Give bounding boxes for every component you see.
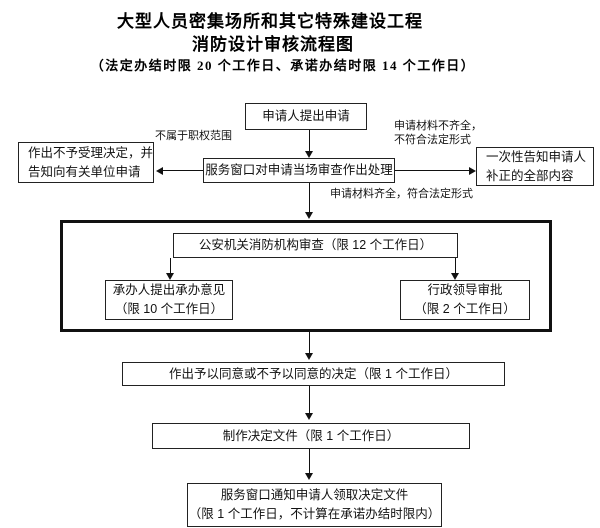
node-final-line-1: 服务窗口通知申请人领取决定文件 (220, 488, 409, 503)
node-review-label: 公安机关消防机构审查（限 12 个工作日） (198, 238, 433, 253)
arrow-review-to-handler (166, 258, 174, 280)
arrow-frame-to-decision (305, 332, 313, 360)
node-final: 服务窗口通知申请人领取决定文件 （限 1 个工作日，不计算在承诺办结时限内） (187, 483, 442, 527)
arrow-document-to-final (305, 449, 313, 480)
arrow-decision-to-document (305, 386, 313, 420)
page-title-line-2: 消防设计审核流程图 (192, 35, 354, 54)
review-stage-frame (60, 220, 552, 332)
node-apply: 申请人提出申请 (245, 103, 367, 130)
node-final-line-2: （限 1 个工作日，不计算在承诺办结时限内） (188, 507, 441, 521)
label-incomplete-materials: 申请材料不齐全， 不符合法定形式 (394, 120, 482, 148)
node-handler-line-1: 承办人提出承办意见 (112, 283, 226, 298)
node-reject-line-2: 告知向有关单位申请 (28, 164, 141, 179)
label-complete-materials: 申请材料齐全，符合法定形式 (330, 188, 473, 200)
node-leader: 行政领导审批 （限 2 个工作日） (400, 280, 530, 320)
arrow-window-to-notify (395, 166, 476, 175)
node-decision: 作出予以同意或不予以同意的决定（限 1 个工作日） (122, 362, 505, 386)
node-handler-line-2: （限 10 个工作日） (114, 302, 224, 316)
node-decision-label: 作出予以同意或不予以同意的决定（限 1 个工作日） (169, 366, 458, 381)
node-document-label: 制作决定文件（限 1 个工作日） (222, 428, 400, 443)
node-window: 服务窗口对申请当场审查作出处理 (203, 158, 395, 183)
node-reject-line-1: 作出不予受理决定，并 (28, 145, 154, 160)
node-leader-line-2: （限 2 个工作日） (414, 302, 516, 316)
node-window-label: 服务窗口对申请当场审查作出处理 (205, 163, 393, 178)
node-apply-label: 申请人提出申请 (262, 109, 350, 124)
label-incomplete-line-2: 不符合法定形式 (394, 133, 471, 146)
node-notify-line-2: 补正的全部内容 (486, 168, 574, 183)
arrow-review-to-leader (451, 258, 459, 280)
label-incomplete-line-1: 申请材料不齐全， (394, 120, 482, 132)
node-notify-line-1: 一次性告知申请人 (486, 149, 587, 164)
node-notify: 一次性告知申请人 补正的全部内容 (476, 147, 594, 186)
node-handler: 承办人提出承办意见 （限 10 个工作日） (105, 280, 233, 320)
page-subtitle: （法定办结时限 20 个工作日、承诺办结时限 14 个工作日） (90, 58, 476, 73)
node-reject: 作出不予受理决定，并 告知向有关单位申请 (18, 142, 154, 183)
arrow-window-to-review (305, 183, 313, 219)
node-document: 制作决定文件（限 1 个工作日） (152, 423, 470, 449)
page-title-line-1: 大型人员密集场所和其它特殊建设工程 (117, 12, 423, 31)
arrow-window-to-reject (156, 166, 203, 175)
label-out-of-scope: 不属于职权范围 (155, 130, 232, 142)
node-review: 公安机关消防机构审查（限 12 个工作日） (173, 233, 458, 258)
arrow-apply-to-window (305, 130, 313, 158)
node-leader-line-1: 行政领导审批 (427, 283, 503, 298)
